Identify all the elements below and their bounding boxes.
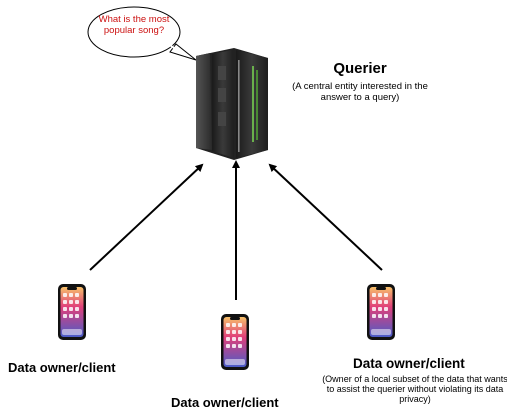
arrow-right-client [268,163,383,271]
client-label-right: Data owner/client [353,356,465,371]
querier-description: (A central entity interested in the answ… [292,81,428,103]
phone-icon-left [58,284,86,340]
speech-bubble [87,6,197,61]
client-label-left: Data owner/client [8,360,116,375]
arrow-left-client [89,163,204,271]
server-icon [196,48,268,160]
client-description: (Owner of a local subset of the data tha… [322,374,507,404]
querier-title: Querier [333,60,387,77]
phone-icon-mid [221,314,249,370]
phone-icon-right [367,284,395,340]
client-label-mid: Data owner/client [171,395,279,410]
speech-bubble-text: What is the most popular song? [98,14,170,36]
